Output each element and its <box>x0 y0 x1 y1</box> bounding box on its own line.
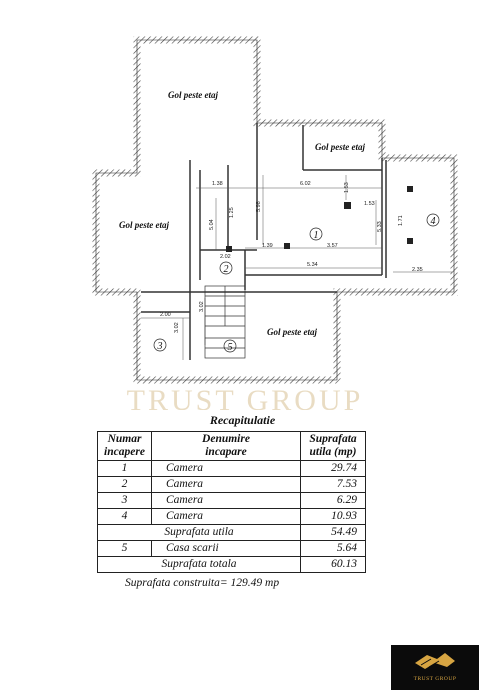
void-label: Gol peste etaj <box>119 220 169 230</box>
void-label: Gol peste etaj <box>168 90 218 100</box>
dimension-label: 3.02 <box>174 322 180 333</box>
handshake-icon <box>415 653 455 669</box>
room-number-1: 1 <box>314 230 319 241</box>
table-row: 2 Camera 7.53 <box>97 476 366 493</box>
total-row: Suprafata totala 60.13 <box>97 556 366 573</box>
dimension-label: 6.02 <box>300 181 311 187</box>
recap-title: Recapitulatie <box>209 413 276 427</box>
dimension-label: 1.71 <box>398 215 404 226</box>
row-number: 5 <box>97 540 152 557</box>
room-number-4: 4 <box>431 216 436 227</box>
row-name: Camera <box>151 460 301 477</box>
dimension-label: 1.39 <box>262 243 273 249</box>
dimension-lines <box>141 175 452 360</box>
subtotal-row: Suprafata utila 54.49 <box>97 524 366 541</box>
total-label: Suprafata totala <box>97 556 301 573</box>
dimension-labels: 1.38 6.02 1.53 5.04 5.98 3.57 1.39 2.02 … <box>160 181 423 333</box>
staircase <box>204 285 246 359</box>
columns <box>226 186 413 252</box>
room-numbers: 1 2 3 4 5 <box>153 213 440 353</box>
trust-group-logo: TRUST GROUP <box>391 645 479 690</box>
dimension-label: 5.34 <box>307 262 318 268</box>
row-area: 10.93 <box>300 508 366 525</box>
subtotal-value: 54.49 <box>300 524 366 541</box>
floor-plan: TRUST GROUP <box>92 36 458 410</box>
room-number-5: 5 <box>228 342 233 353</box>
row-number: 2 <box>97 476 152 493</box>
row-name: Casa scarii <box>151 540 301 557</box>
dimension-label: 1.53 <box>344 182 350 193</box>
dimension-label: 1.38 <box>212 181 223 187</box>
void-label: Gol peste etaj <box>267 327 317 337</box>
dimension-label: 1.53 <box>364 201 375 207</box>
row-name: Camera <box>151 508 301 525</box>
dimension-label: 1.25 <box>229 207 235 218</box>
total-value: 60.13 <box>300 556 366 573</box>
subtotal-label: Suprafata utila <box>97 524 301 541</box>
row-number: 3 <box>97 492 152 509</box>
dimension-label: 3.57 <box>327 243 338 249</box>
dimension-label: 5.33 <box>377 221 383 232</box>
table-row: 4 Camera 10.93 <box>97 508 366 525</box>
table-row: 5 Casa scarii 5.64 <box>97 540 366 557</box>
dimension-label: 3.02 <box>199 301 205 312</box>
interior-walls <box>141 123 387 360</box>
row-area: 7.53 <box>300 476 366 493</box>
row-number: 1 <box>97 460 152 477</box>
row-area: 6.29 <box>300 492 366 509</box>
row-area: 5.64 <box>300 540 366 557</box>
room-number-2: 2 <box>224 264 229 275</box>
constructed-area-text: Suprafata construita= 129.49 mp <box>125 577 280 589</box>
dimension-label: 5.04 <box>209 219 215 230</box>
table-row: 3 Camera 6.29 <box>97 492 366 509</box>
dimension-label: 5.98 <box>256 201 262 212</box>
dimension-label: 2.00 <box>160 312 171 318</box>
dimension-label: 2.02 <box>220 254 231 260</box>
row-name: Camera <box>151 476 301 493</box>
room-number-3: 3 <box>157 341 163 352</box>
row-area: 29.74 <box>300 460 366 477</box>
void-label: Gol peste etaj <box>315 142 365 152</box>
logo-text: TRUST GROUP <box>413 676 457 682</box>
row-name: Camera <box>151 492 301 509</box>
table-row: 1 Camera 29.74 <box>97 460 366 477</box>
watermark-text: TRUST GROUP <box>127 384 364 410</box>
row-number: 4 <box>97 508 152 525</box>
dimension-label: 2.35 <box>412 267 423 273</box>
